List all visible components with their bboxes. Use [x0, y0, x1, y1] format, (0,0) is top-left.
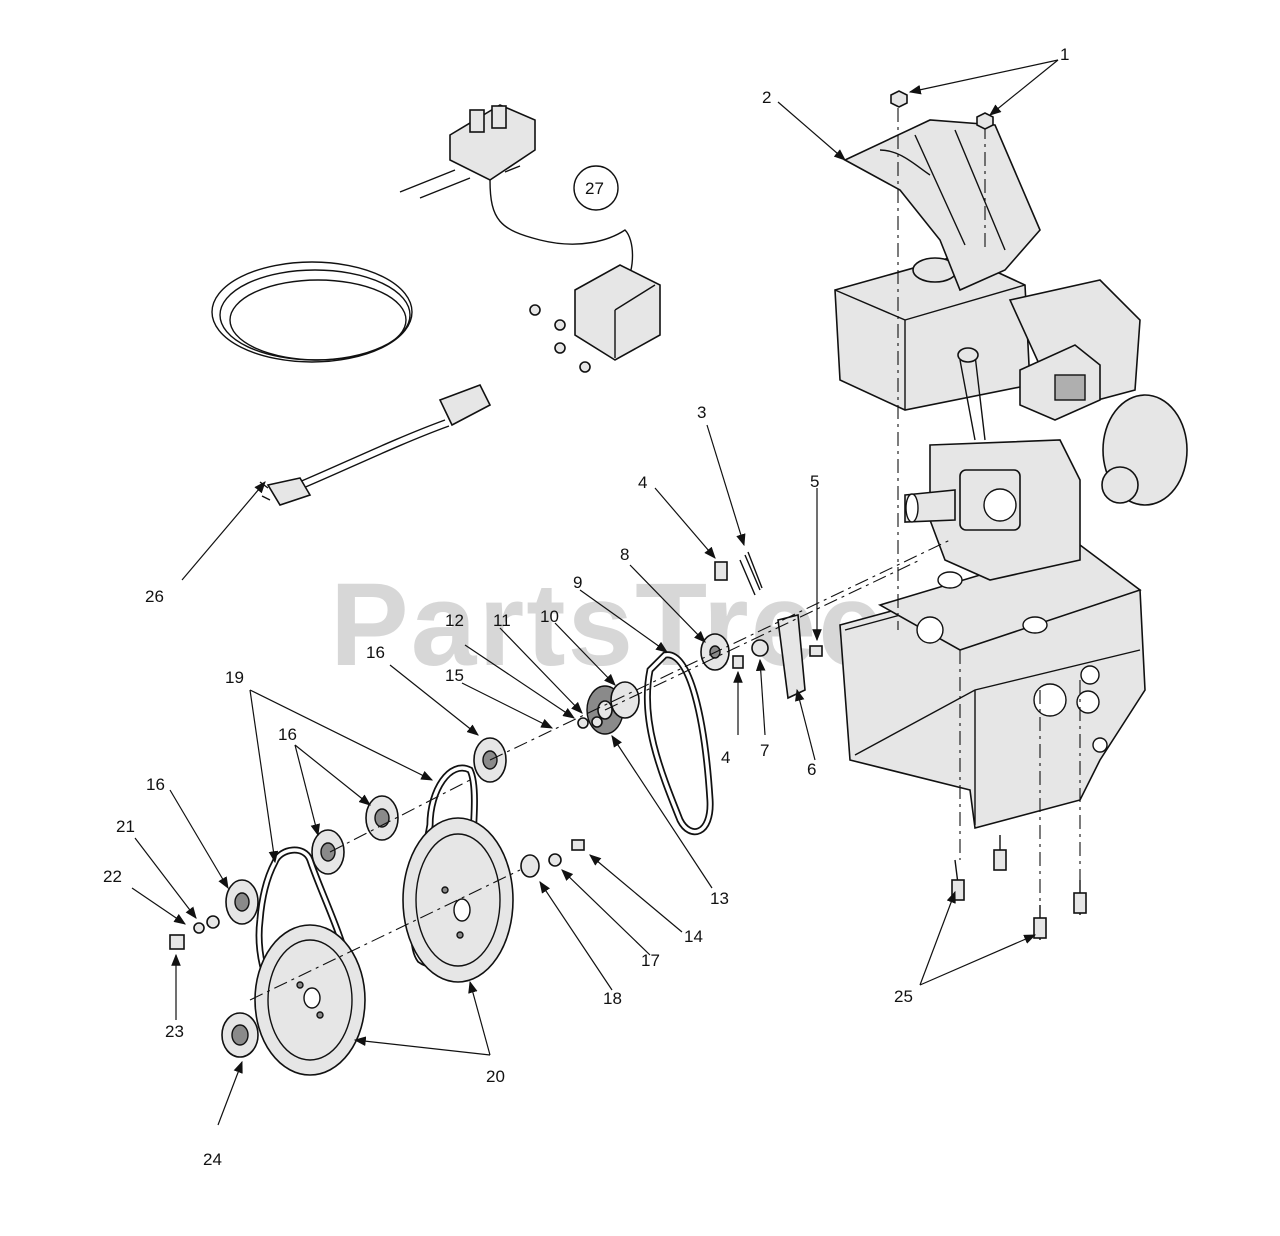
- callout-labels: 1 2 3 4 4 5 6 7 8 9 10 11 12 13 14 15 16…: [103, 45, 1069, 1169]
- callout-7: 7: [760, 741, 769, 760]
- callout-22: 22: [103, 867, 122, 886]
- callout-13: 13: [710, 889, 729, 908]
- callout-15: 15: [445, 666, 464, 685]
- callout-5: 5: [810, 472, 819, 491]
- callout-27-circle: [573, 165, 619, 211]
- callout-24: 24: [203, 1150, 222, 1169]
- callout-16: 16: [278, 725, 297, 744]
- callout-21: 21: [116, 817, 135, 836]
- pulleys: [169, 539, 951, 1076]
- callout-14: 14: [684, 927, 703, 946]
- power-cord: [211, 261, 492, 506]
- callout-1: 1: [1060, 45, 1069, 64]
- callout-17: 17: [641, 951, 660, 970]
- callout-4: 4: [721, 748, 730, 767]
- callout-20: 20: [486, 1067, 505, 1086]
- callout-16: 16: [366, 643, 385, 662]
- callout-9: 9: [573, 573, 582, 592]
- callout-4: 4: [638, 473, 647, 492]
- callout-3: 3: [697, 403, 706, 422]
- callout-12: 12: [445, 611, 464, 630]
- callout-8: 8: [620, 545, 629, 564]
- callout-10: 10: [540, 607, 559, 626]
- engine-assembly: [834, 108, 1188, 940]
- callout-23: 23: [165, 1022, 184, 1041]
- electric-starter: [399, 104, 661, 373]
- callout-11: 11: [493, 611, 511, 630]
- callout-6: 6: [807, 760, 816, 779]
- callout-27: 27: [585, 179, 604, 198]
- callout-25: 25: [894, 987, 913, 1006]
- callout-16: 16: [146, 775, 165, 794]
- leader-lines: [131, 59, 1059, 1126]
- callout-26: 26: [145, 587, 164, 606]
- shroud-screws: [890, 90, 994, 130]
- callout-18: 18: [603, 989, 622, 1008]
- callout-19: 19: [225, 668, 244, 687]
- callout-2: 2: [762, 88, 771, 107]
